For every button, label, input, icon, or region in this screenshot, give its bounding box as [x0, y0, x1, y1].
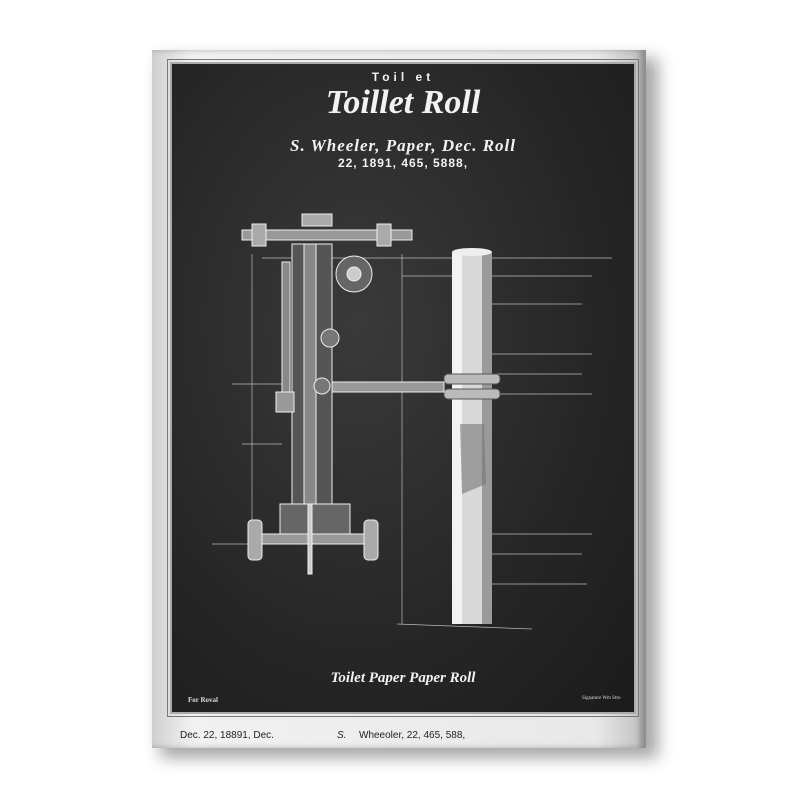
leader-lines — [212, 254, 612, 630]
patent-drawing-panel: Toil et Toillet Roll S. Wheeler, Paper, … — [167, 59, 639, 717]
poster-caption: Toilet Paper Paper Roll — [330, 670, 476, 686]
footer-date: Dec. 22, 18891, Dec. — [180, 730, 274, 741]
canvas-print: Toil et Toillet Roll S. Wheeler, Paper, … — [152, 50, 646, 748]
poster-title: Toillet Roll — [325, 84, 481, 121]
poster-kicker: Toil et — [371, 70, 435, 84]
poster-subtitle: S. Wheeler, Paper, Dec. Roll — [289, 136, 516, 155]
bottom-left-label: For Roval — [188, 696, 219, 704]
bottom-right-label: Signature Wm Stro — [582, 696, 621, 701]
footer-initial: S. — [337, 730, 347, 741]
machine-illustration — [212, 213, 612, 630]
footer-patent: Wheeoler, 22, 465, 588, — [359, 730, 466, 741]
dispenser-mechanism-icon — [241, 213, 445, 575]
poster-numbers: 22, 1891, 465, 5888, — [337, 156, 469, 170]
roll-icon — [443, 248, 501, 624]
